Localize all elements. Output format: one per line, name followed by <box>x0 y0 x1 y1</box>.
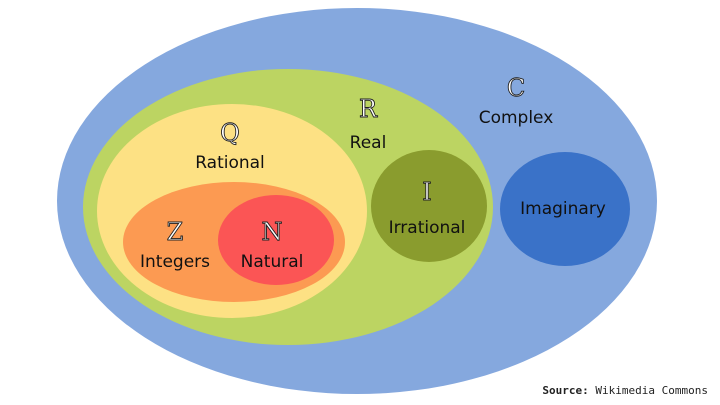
imaginary-set-region <box>500 152 630 266</box>
source-prefix: Source: <box>542 384 589 397</box>
real-label: Real <box>350 133 387 153</box>
complex-label: Complex <box>479 108 554 128</box>
complex-symbol: C <box>507 74 525 102</box>
natural-symbol: N <box>262 218 283 246</box>
imaginary-label: Imaginary <box>520 199 606 219</box>
rational-symbol: Q <box>220 119 240 147</box>
irrational-set-region <box>371 150 487 262</box>
source-caption: Source: Wikimedia Commons <box>542 384 708 397</box>
integers-label: Integers <box>140 252 210 272</box>
source-text: Wikimedia Commons <box>595 384 708 397</box>
real-symbol: R <box>359 95 378 123</box>
irrational-symbol: I <box>422 178 431 206</box>
natural-set-region <box>218 195 334 285</box>
natural-label: Natural <box>241 252 304 272</box>
rational-label: Rational <box>195 153 265 173</box>
irrational-label: Irrational <box>389 218 466 238</box>
integers-symbol: Z <box>167 218 184 246</box>
